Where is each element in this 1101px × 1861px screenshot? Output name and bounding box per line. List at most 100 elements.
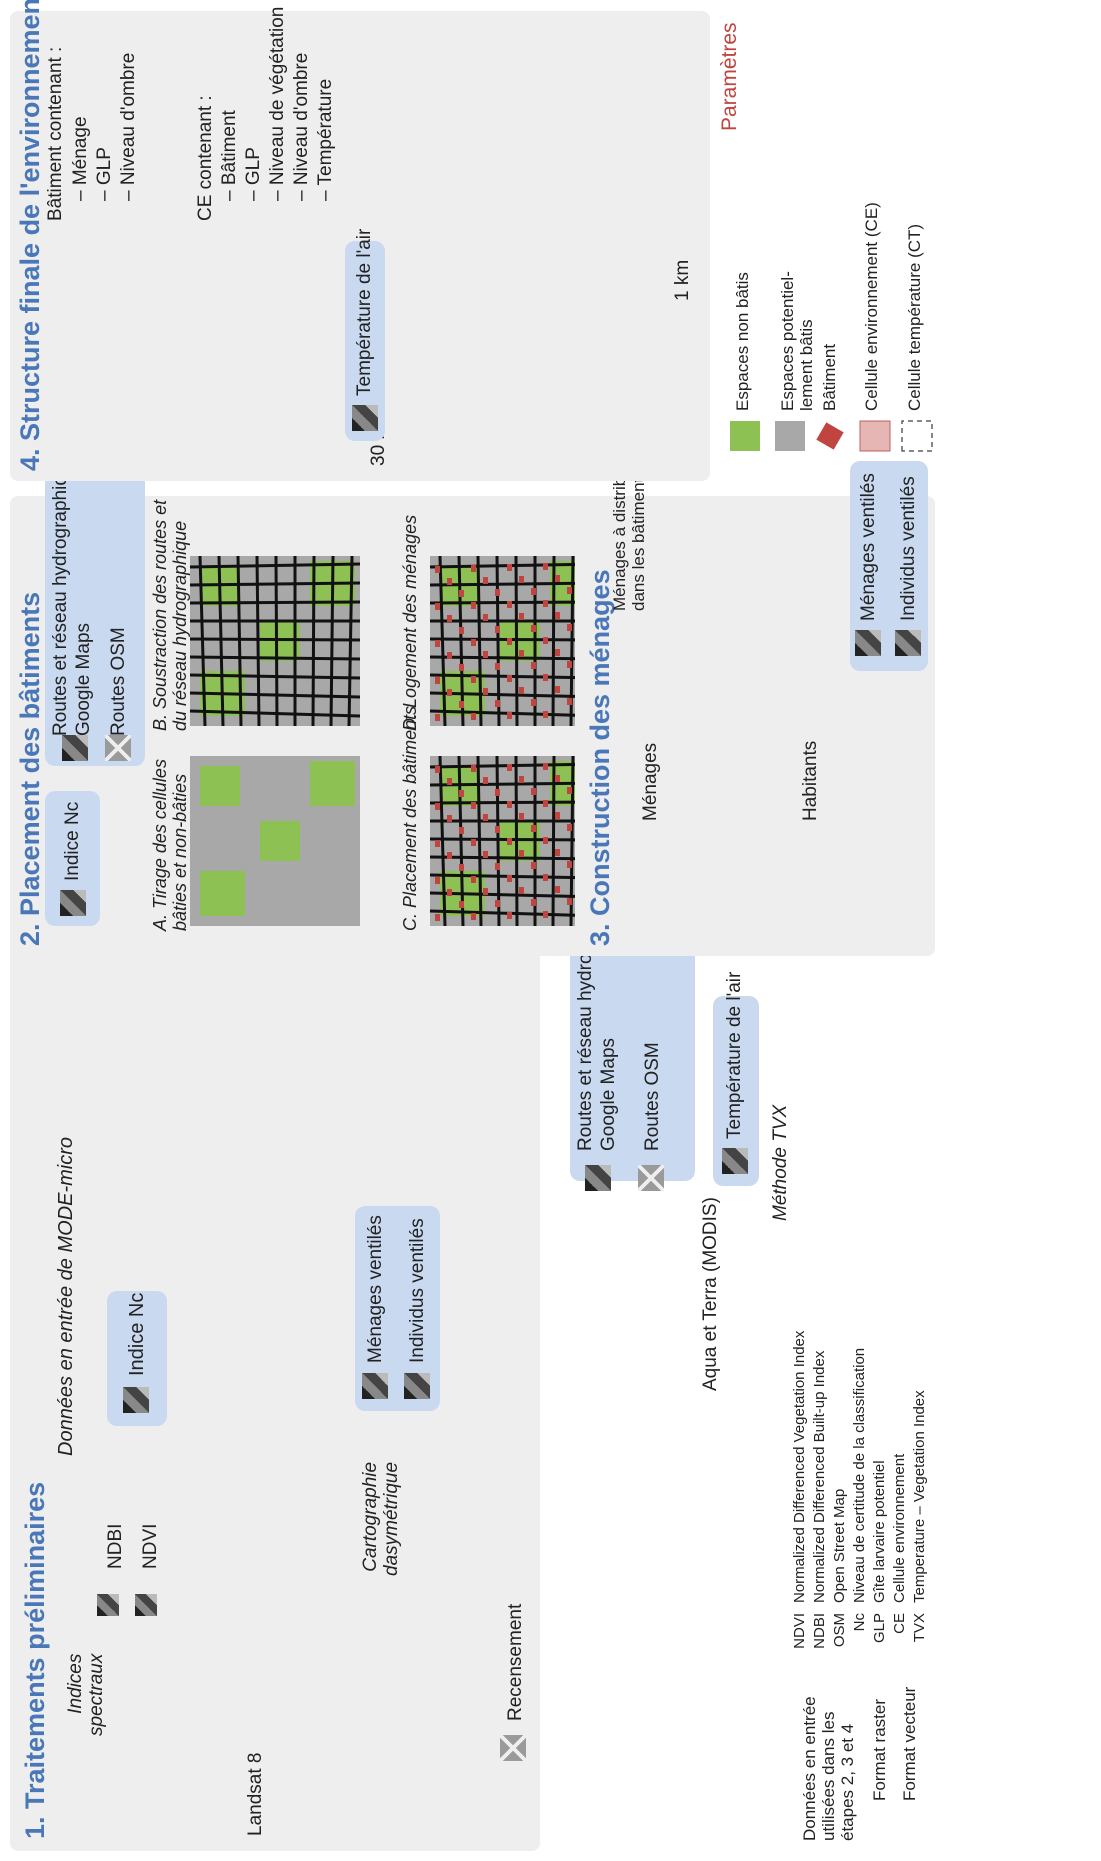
step-c-line-1: Placement des bâtiments [400,705,420,908]
building-mark [507,838,512,845]
road-line [189,655,361,661]
road-line [189,581,361,587]
road-line [311,555,316,727]
building-mark [543,563,548,570]
building-mark [543,874,548,881]
building-mark [495,900,500,907]
building-mark [435,803,440,810]
building-mark [519,776,524,783]
building-mark [519,576,524,583]
building-mark [459,864,464,871]
road-line [429,762,601,769]
step-b-label: B. Soustraction des routes et du réseau … [150,500,190,731]
cellule-temp-label: Cellule température (CT) [905,223,924,411]
building-mark [447,852,452,859]
ce-contenant-label: CE contenant : [195,95,216,221]
building-mark [435,566,440,573]
abbreviation-code: OSM [831,1613,848,1648]
abbreviation-row: CECellule environnement [890,1331,910,1661]
building-mark [495,863,500,870]
abbreviation-definition: Normalized Differenced Built-up Index [811,1350,828,1603]
bat-item-ombre: – Niveau d'ombre [118,52,139,201]
building-mark [531,588,536,595]
raster-icon [895,630,921,656]
raster-icon [352,405,378,431]
building-mark [555,812,560,819]
espaces-pot-label: Espaces potentiel- lement bâtis [778,271,816,411]
building-mark [435,877,440,884]
ce-item-glp: – GLP [243,147,264,201]
building-mark [519,650,524,657]
batiment-legend-label: Bâtiment [820,343,839,411]
abbreviation-code: TVX [911,1613,928,1643]
building-mark [567,587,572,594]
building-mark [531,625,536,632]
building-mark [507,712,512,719]
road-line [255,555,261,727]
building-mark [459,901,464,908]
building-mark [435,603,440,610]
step-b-line-1: Soustraction des routes et [150,499,170,709]
building-mark [447,615,452,622]
road-line [329,555,335,727]
road-line [189,600,361,605]
building-mark [459,827,464,834]
building-mark [507,912,512,919]
abbreviation-code: CE [891,1613,908,1634]
abbreviation-definition: Normalized Differenced Vegetation Index [791,1330,808,1603]
building-mark [507,764,512,771]
building-mark [495,700,500,707]
building-mark [507,564,512,571]
building-mark [435,766,440,773]
building-mark [519,613,524,620]
building-mark [555,575,560,582]
abbreviation-row: TVXTemperature – Vegetation Index [910,1331,930,1661]
parametres-label: Paramètres [718,22,741,131]
building-mark [531,662,536,669]
building-mark [483,688,488,695]
building-mark [471,565,476,572]
building-mark [555,775,560,782]
building-mark [471,765,476,772]
legend-ct-swatch [901,420,933,452]
building-mark [567,787,572,794]
building-mark [483,851,488,858]
menages-ventiles-label-3: Ménages ventilés [858,473,879,621]
building-mark [495,626,500,633]
road-line [551,755,556,927]
step-a-line-2: bâties et non-bâties [170,773,191,931]
building-mark [567,861,572,868]
building-mark [531,788,536,795]
building-mark [543,674,548,681]
ce-item-temperature: – Température [315,78,336,201]
building-mark [543,763,548,770]
abbreviation-row: OSMOpen Street Map [830,1331,850,1661]
road-line [429,581,601,587]
format-raster-label: Format raster [870,1698,889,1801]
step-d-label: D. Logement des ménages [400,515,420,731]
building-mark [543,800,548,807]
ce-item-vegetation: – Niveau de végétation [267,6,288,201]
building-mark [567,898,572,905]
building-mark [543,711,548,718]
step-c-label: C. Placement des bâtiments [400,706,420,931]
step-b-letter: B. [150,713,170,731]
donnees-label: Données en entrée utilisées dans les éta… [800,1696,857,1841]
building-mark [495,589,500,596]
green-cell [200,766,240,806]
bat-item-glp: – GLP [94,147,115,201]
step-a-label: A. Tirage des cellules bâties et non-bât… [150,759,190,931]
building-mark [435,677,440,684]
step-d-letter: D. [400,713,420,731]
habitants-label: Habitants [800,740,821,821]
green-cell [200,871,245,916]
donnees-line-3: étapes 2, 3 et 4 [838,1723,858,1841]
legend-green-swatch [730,421,760,451]
building-mark [495,826,500,833]
building-mark [543,911,548,918]
road-line [429,562,601,569]
cellule-env-label: Cellule environnement (CE) [862,202,881,411]
building-mark [507,801,512,808]
building-mark [567,824,572,831]
